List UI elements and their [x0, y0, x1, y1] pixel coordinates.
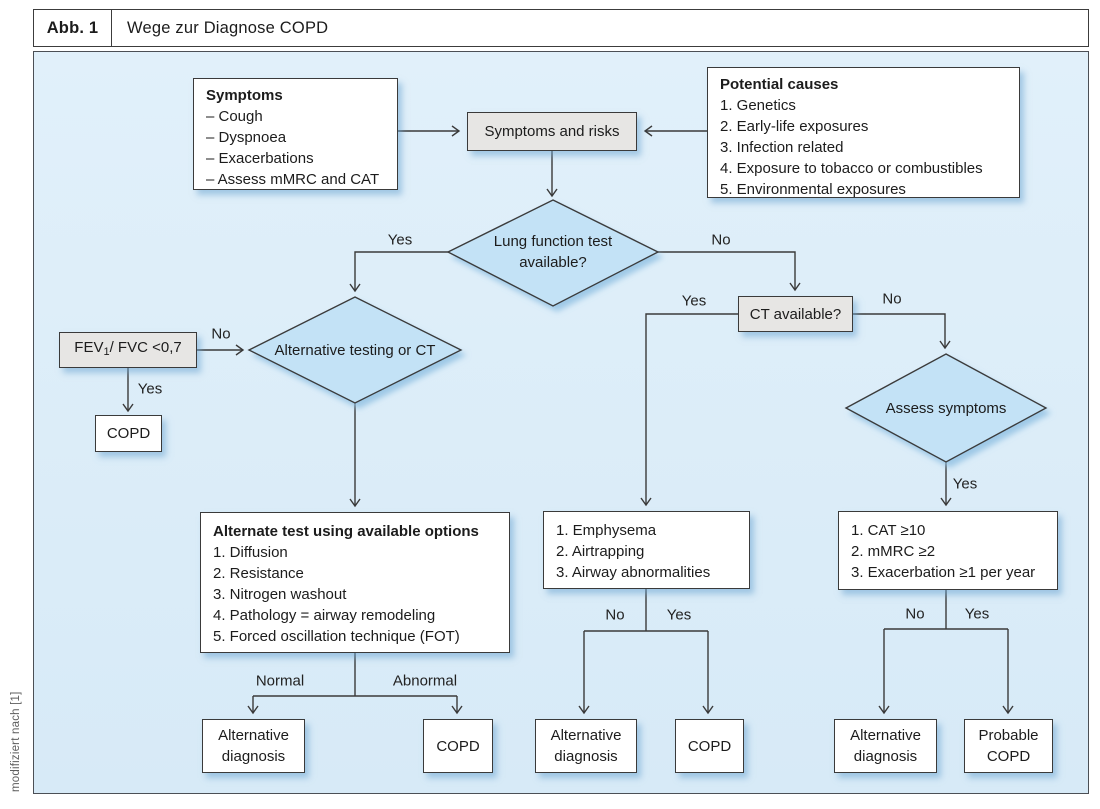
edge-label-yes: Yes [387, 231, 413, 249]
list-item: 3. Infection related [720, 139, 844, 156]
list-item: – Exacerbations [206, 150, 314, 167]
list-item: 4. Pathology = airway remodeling [213, 607, 436, 624]
symptoms-box: Symptoms – Cough – Dyspnoea – Exacerbati… [193, 78, 398, 190]
list-item: 2. Early-life exposures [720, 118, 869, 135]
edge-label-yes: Yes [681, 292, 707, 310]
list-item: 3. Nitrogen washout [213, 586, 347, 603]
edge-label-no: No [711, 231, 731, 249]
figure-label: Abb. 1 [34, 10, 112, 46]
ct-available-box: CT available? [738, 296, 853, 332]
symptom-criteria-box: 1. CAT ≥10 2. mMRC ≥2 3. Exacerbation ≥1… [838, 511, 1058, 590]
copd-box: COPD [675, 719, 744, 773]
list-item: 1. Genetics [720, 97, 796, 114]
list-item: 1. CAT ≥10 [851, 522, 926, 539]
list-item: 2. Airtrapping [556, 543, 645, 560]
source-note: modifiziert nach [1] [10, 691, 22, 792]
list-item: 2. mMRC ≥2 [851, 543, 936, 560]
edge-label-yes: Yes [137, 380, 163, 398]
figure-header: Abb. 1 Wege zur Diagnose COPD [33, 9, 1089, 47]
symptoms-and-risks-box: Symptoms and risks [467, 112, 637, 151]
probable-copd-box: Probable COPD [964, 719, 1053, 773]
edge-label-yes: Yes [964, 605, 990, 623]
alternative-diagnosis-box: Alternative diagnosis [202, 719, 305, 773]
list-item: 4. Exposure to tobacco or combustibles [720, 160, 983, 177]
potential-causes-box: Potential causes 1. Genetics 2. Early-li… [707, 67, 1020, 198]
list-item: 5. Forced oscillation technique (FOT) [213, 628, 460, 645]
copd-box: COPD [95, 415, 162, 452]
copd-box: COPD [423, 719, 493, 773]
list-item: 1. Diffusion [213, 544, 288, 561]
edge-label-normal: Normal [255, 672, 305, 690]
list-item: 1. Emphysema [556, 522, 657, 539]
list-item: – Cough [206, 108, 263, 125]
alternative-diagnosis-box: Alternative diagnosis [834, 719, 937, 773]
alternate-test-title: Alternate test using available options [213, 523, 479, 540]
list-item: – Dyspnoea [206, 129, 287, 146]
edge-label-no: No [605, 606, 625, 624]
list-item: 3. Airway abnormalities [556, 564, 711, 581]
edge-label-yes: Yes [666, 606, 692, 624]
potential-causes-title: Potential causes [720, 76, 839, 93]
fev-fvc-box: FEV1/ FVC <0,7 [59, 332, 197, 368]
list-item: 5. Environmental exposures [720, 181, 906, 198]
list-item: – Assess mMRC and CAT [206, 171, 380, 188]
list-item: 3. Exacerbation ≥1 per year [851, 564, 1036, 581]
edge-label-abnormal: Abnormal [392, 672, 458, 690]
figure-title: Wege zur Diagnose COPD [127, 18, 329, 37]
edge-label-no: No [882, 290, 902, 308]
alternate-test-box: Alternate test using available options 1… [200, 512, 510, 653]
symptoms-box-title: Symptoms [206, 87, 283, 104]
ct-findings-box: 1. Emphysema 2. Airtrapping 3. Airway ab… [543, 511, 750, 589]
edge-label-no: No [905, 605, 925, 623]
list-item: 2. Resistance [213, 565, 304, 582]
fev-fvc-label: FEV1/ FVC <0,7 [74, 339, 182, 358]
alternative-diagnosis-box: Alternative diagnosis [535, 719, 637, 773]
edge-label-no: No [211, 325, 231, 343]
edge-label-yes: Yes [952, 475, 978, 493]
